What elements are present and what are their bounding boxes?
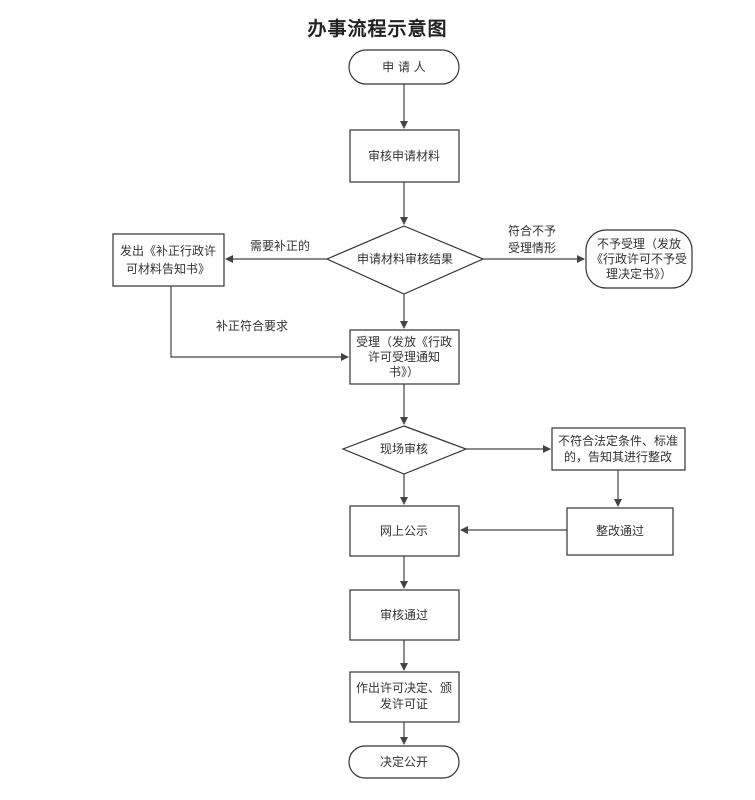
node-review-passed bbox=[349, 589, 460, 641]
node-site-review bbox=[341, 425, 468, 475]
node-review-result-label: 申请材料审核结果 bbox=[357, 251, 453, 266]
node-not-accept-line1: 不予受理（发放 bbox=[597, 236, 681, 251]
node-review-materials-label: 审核申请材料 bbox=[368, 148, 440, 163]
node-issue-correction-line1: 发出《补正行政许 bbox=[120, 243, 216, 258]
node-accept-line1: 受理（发放《行政 bbox=[356, 334, 452, 349]
node-review-result bbox=[325, 225, 485, 295]
node-not-accept-line3: 理决定书》） bbox=[606, 266, 672, 281]
node-noncompliant-line2: 的，告知其进行整改 bbox=[564, 449, 672, 464]
node-not-accept-line2: 《行政许可不予受 bbox=[591, 252, 687, 266]
node-site-review-label: 现场审核 bbox=[380, 441, 428, 456]
edge-label-needs-correction: 需要补正的 bbox=[250, 238, 310, 253]
node-noncompliant bbox=[551, 427, 686, 471]
node-issue-correction bbox=[112, 233, 225, 287]
edge-label-not-qualified-line1: 符合不予 bbox=[508, 223, 556, 238]
node-decision-line2: 发许可证 bbox=[380, 696, 428, 711]
edge-correction-to-accept bbox=[170, 286, 349, 361]
node-decision-public bbox=[348, 745, 460, 779]
page-title: 办事流程示意图 bbox=[307, 18, 448, 40]
node-rectify-passed bbox=[566, 507, 674, 556]
node-review-passed-label: 审核通过 bbox=[380, 607, 428, 622]
node-not-accept bbox=[585, 229, 693, 289]
node-accept bbox=[349, 329, 460, 385]
node-accept-line3: 书》） bbox=[389, 365, 419, 379]
node-online-publicity bbox=[349, 505, 460, 557]
edge-label-correction-ok: 补正符合要求 bbox=[216, 318, 288, 333]
node-decision-public-label: 决定公开 bbox=[380, 754, 428, 769]
node-accept-line2: 许可受理通知 bbox=[368, 350, 440, 364]
node-applicant bbox=[348, 49, 460, 85]
node-rectify-passed-label: 整改通过 bbox=[596, 523, 644, 538]
edge-label-not-qualified-line2: 受理情形 bbox=[508, 241, 556, 255]
node-decision-line1: 作出许可决定、颁 bbox=[356, 680, 452, 695]
node-noncompliant-line1: 不符合法定条件、标准 bbox=[558, 433, 678, 448]
node-online-publicity-label: 网上公示 bbox=[380, 524, 428, 538]
node-decision bbox=[349, 671, 460, 723]
node-issue-correction-line2: 可材料告知书》 bbox=[126, 262, 210, 276]
node-review-materials bbox=[349, 129, 460, 183]
node-applicant-label: 申 请 人 bbox=[382, 60, 426, 74]
